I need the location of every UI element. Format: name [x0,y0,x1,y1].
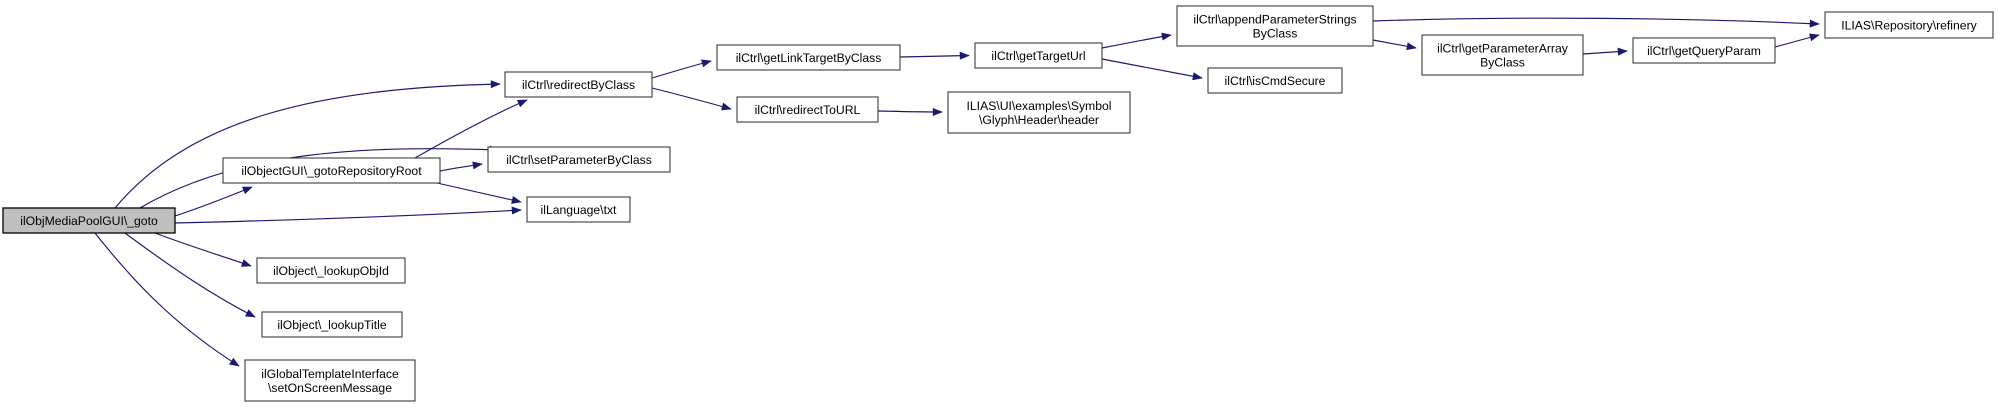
node-label: ILIAS\UI\examples\Symbol [967,99,1112,113]
node-label: ilCtrl\getQueryParam [1647,44,1761,58]
node-box [244,359,416,402]
node-box [716,44,901,71]
edge-get-target-url-to-is-cmd-secure [1101,58,1203,81]
node-label: ilGlobalTemplateInterface [261,367,399,381]
node-box [1632,37,1776,64]
edge-goto-repository-root-to-redirect-by-class [414,99,528,159]
node-lookup-title[interactable]: ilObject\_lookupTitle [261,311,403,338]
node-box [974,42,1103,69]
node-label: ilCtrl\appendParameterStrings [1193,12,1356,26]
node-goto-repository-root[interactable]: ilObjectGUI\_gotoRepositoryRoot [222,157,441,184]
node-box [504,71,653,98]
edge-append-parameter-strings-by-class-to-refinery [1372,17,1820,28]
node-label: ilCtrl\getTargetUrl [991,49,1085,63]
node-label: \setOnScreenMessage [268,381,392,395]
node-label: ilObject\_lookupObjId [273,264,389,278]
node-label: ilCtrl\redirectByClass [522,78,635,92]
node-box [256,257,406,284]
edge-goto-to-redirect-by-class [114,80,501,209]
node-set-on-screen-message[interactable]: ilGlobalTemplateInterface\setOnScreenMes… [244,359,416,402]
node-label: ilObject\_lookupTitle [277,318,387,332]
edge-goto-to-goto-repository-root [174,186,253,217]
edge-redirect-to-url-to-symbol-glyph-header [877,107,943,116]
node-box [736,96,879,123]
edge-get-query-param-to-refinery [1774,33,1820,48]
edges-layer [94,17,1820,367]
node-label: ilObjMediaPoolGUI\_goto [20,214,158,228]
edge-goto-repository-root-to-txt [436,182,522,204]
node-label: ilCtrl\getLinkTargetByClass [736,51,882,65]
node-box [1176,5,1374,47]
node-label: ilCtrl\redirectToURL [755,103,861,117]
edge-goto-to-txt [174,206,522,224]
node-box [487,146,671,173]
node-set-parameter-by-class[interactable]: ilCtrl\setParameterByClass [487,146,671,173]
node-box [1421,34,1584,76]
node-symbol-glyph-header[interactable]: ILIAS\UI\examples\Symbol\Glyph\Header\he… [947,91,1131,134]
node-box [947,91,1131,134]
edge-get-target-url-to-append-parameter-strings-by-class [1101,32,1172,49]
edge-goto-to-lookup-title [124,232,256,318]
edge-goto-to-set-parameter-by-class [139,145,500,209]
node-label: ilLanguage\txt [541,203,618,217]
node-get-target-url[interactable]: ilCtrl\getTargetUrl [974,42,1103,69]
node-box [1207,67,1343,94]
node-label: ilObjectGUI\_gotoRepositoryRoot [241,164,422,178]
node-get-query-param[interactable]: ilCtrl\getQueryParam [1632,37,1776,64]
node-box [526,196,631,223]
node-box [1824,11,1994,39]
edge-get-parameter-array-by-class-to-get-query-param [1582,47,1628,56]
node-label: ILIAS\Repository\refinery [1841,18,1977,32]
edge-goto-repository-root-to-set-parameter-by-class [439,161,483,172]
edge-redirect-by-class-to-get-link-target-by-class [651,59,712,79]
edge-goto-to-lookup-obj-id [154,232,252,267]
node-goto: ilObjMediaPoolGUI\_goto [2,207,176,234]
node-label: ilCtrl\getParameterArray [1437,41,1569,55]
node-redirect-to-url[interactable]: ilCtrl\redirectToURL [736,96,879,123]
node-box [261,311,403,338]
node-get-link-target-by-class[interactable]: ilCtrl\getLinkTargetByClass [716,44,901,71]
edge-redirect-by-class-to-redirect-to-url [651,87,732,111]
node-lookup-obj-id[interactable]: ilObject\_lookupObjId [256,257,406,284]
node-refinery[interactable]: ILIAS\Repository\refinery [1824,11,1994,39]
node-redirect-by-class[interactable]: ilCtrl\redirectByClass [504,71,653,98]
node-box [2,207,176,234]
node-label: ByClass [1253,26,1298,40]
node-box [222,157,441,184]
node-txt[interactable]: ilLanguage\txt [526,196,631,223]
node-label: ilCtrl\setParameterByClass [506,153,652,167]
edge-goto-to-set-on-screen-message [94,232,240,367]
node-label: ilCtrl\isCmdSecure [1225,74,1326,88]
edge-get-link-target-by-class-to-get-target-url [899,51,970,60]
edge-append-parameter-strings-by-class-to-get-parameter-array-by-class [1372,39,1417,51]
node-is-cmd-secure[interactable]: ilCtrl\isCmdSecure [1207,67,1343,94]
node-label: ByClass [1480,55,1525,69]
node-label: \Glyph\Header\header [979,113,1099,127]
nodes-layer: ilObjMediaPoolGUI\_goto ilObjectGUI\_goto… [2,5,1994,402]
